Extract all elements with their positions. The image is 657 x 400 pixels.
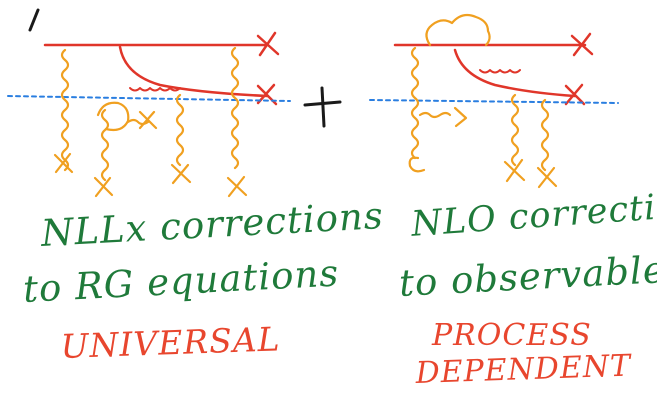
right-gluon-1: [410, 46, 420, 160]
left-gluon-loop: [96, 101, 130, 132]
right-cross-marker: [570, 32, 594, 57]
plus-icon: [303, 86, 342, 128]
right-gluon-loop: [408, 156, 426, 173]
left-quark-line-bottom: [118, 45, 270, 98]
left-cross-marker: [256, 31, 280, 57]
right-quark-line-bottom: [453, 48, 577, 98]
right-gluon-3: [540, 98, 550, 172]
left-gluon-1: [60, 48, 70, 172]
left-caption-line3: UNIVERSAL: [60, 319, 282, 366]
right-virtual-gluon-arc: [425, 13, 491, 47]
right-gluon-2: [510, 93, 520, 167]
right-cut-line: [369, 99, 619, 104]
left-cross-marker: [53, 152, 74, 174]
left-gluon-3: [175, 93, 185, 167]
left-cut-line: [7, 95, 291, 102]
right-gluon-arc: [479, 69, 521, 74]
right-cross-marker: [536, 166, 558, 189]
left-stroke-fragment: [28, 8, 40, 32]
left-cross-marker: [138, 110, 158, 130]
right-cross-marker: [564, 83, 586, 106]
left-cross-marker: [93, 176, 114, 198]
right-cross-marker: [503, 158, 526, 183]
right-gluon-branch: [418, 111, 452, 119]
left-gluon-4: [230, 46, 240, 170]
right-arrow-tip: [453, 106, 468, 128]
left-gluon-2: [100, 108, 110, 182]
left-cross-marker: [170, 163, 192, 185]
right-caption-line3: PROCESS: [432, 318, 592, 353]
right-diagram: [369, 13, 619, 189]
left-gluon-attach: [129, 87, 181, 92]
left-diagram: [7, 8, 291, 198]
left-cross-marker: [226, 175, 248, 198]
